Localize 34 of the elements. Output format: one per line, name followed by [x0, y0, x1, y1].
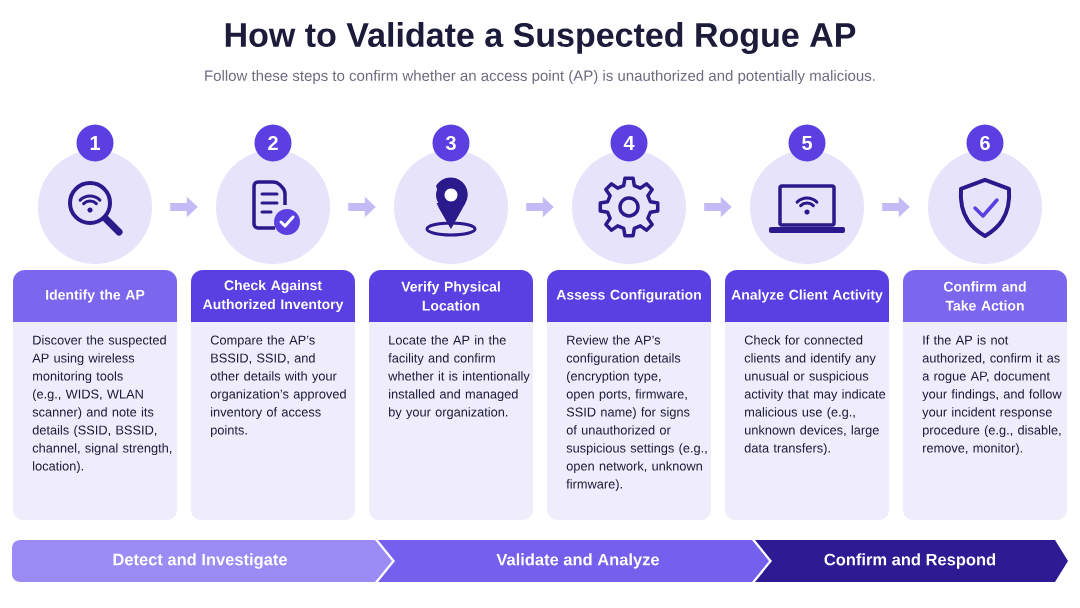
step-card: [369, 270, 533, 520]
step-card: [13, 270, 177, 520]
step-card: [903, 270, 1067, 520]
phase-banner: Confirm and Respond: [755, 540, 1068, 582]
card-heading: Verify Physical Location: [401, 281, 500, 311]
card-heading: Identify the AP: [46, 289, 145, 303]
title: How to Validate a Suspected Rogue AP: [225, 22, 856, 54]
card-text: If the AP is not authorized, confirm it as a rogue AP, document your findings, and follow your incident response procedure (e.g., disable, remove, monitor).: [922, 335, 1062, 456]
step-card: [191, 270, 355, 520]
subtitle: Follow these steps to confirm whether an access point (AP) is unauthorized and potentially malicious.: [205, 70, 875, 84]
card-heading: Assess Configuration: [556, 289, 701, 303]
step-card: [725, 270, 889, 520]
icon-circle: [38, 150, 152, 264]
number-badge: 3: [432, 124, 470, 162]
icon-circle: [750, 150, 864, 264]
phase-banner: Detect and Investigate: [12, 540, 392, 582]
number-badge: 4: [610, 124, 648, 162]
card-heading: Confirm and Take Action: [943, 281, 1026, 311]
number-badge: 1: [76, 124, 114, 162]
step-card: [547, 270, 711, 520]
icon-circle: [572, 150, 686, 264]
number-badge: 5: [788, 124, 826, 162]
card-heading: Analyze Client Activity: [731, 289, 883, 303]
card-text: Compare the AP’s BSSID, SSID, and other details with your organization’s approved inventory of access points.: [210, 335, 346, 438]
card-text: Locate the AP in the facility and confirm whether it is intentionally installed and managed by your organization.: [388, 335, 530, 420]
card-text: Check for connected clients and identify any unusual or suspicious activity that may indicate malicious use (e.g., unknown devices, large data transfers).: [744, 335, 886, 456]
icon-circle: [928, 150, 1042, 264]
card-text: Discover the suspected AP using wireless monitoring tools (e.g., WIDS, WLAN scanner) and note its details (SSID, BSSID, channel, signal strength, location).: [32, 335, 172, 474]
icon-circle: [216, 150, 330, 264]
card-heading: Check Against Authorized Inventory: [202, 279, 344, 312]
phase-banner: Validate and Analyze: [378, 540, 769, 582]
number-badge: 2: [254, 124, 292, 162]
card-text: Review the AP’s configuration details (encryption type, open ports, firmware, SSID name) for signs of unauthorized or suspicious settings (e.g., open network, unknown firmware).: [566, 335, 707, 492]
number-badge: 6: [966, 124, 1004, 162]
